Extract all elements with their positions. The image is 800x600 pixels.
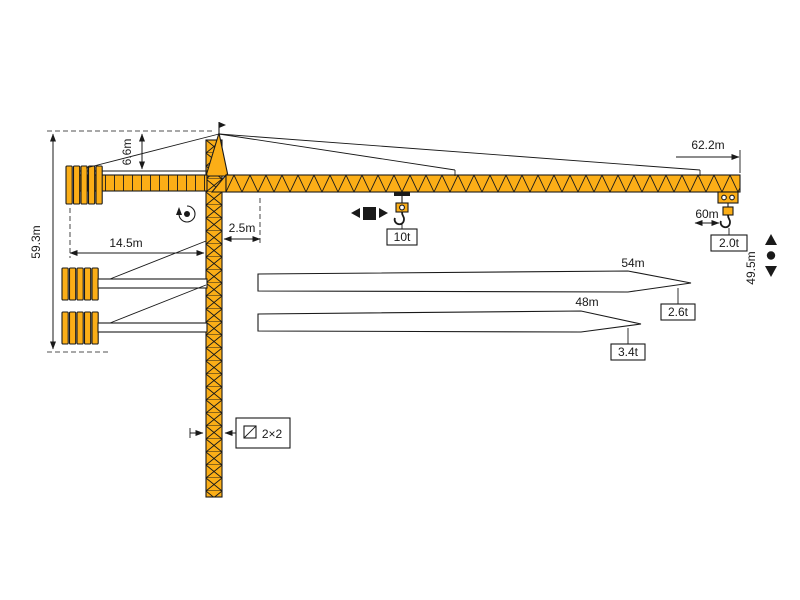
jib-60-label: 60m [695, 207, 718, 221]
max-capacity-box [386, 228, 418, 246]
jib-outline-48m [257, 310, 642, 333]
mast-section-callout: 2×2 [189, 417, 291, 449]
tip-load-48-label: 3.4t [618, 345, 639, 359]
tip-sheave [721, 194, 727, 201]
tip-sheave [729, 194, 735, 201]
jib-48-label: 48m [575, 295, 598, 309]
rotation-icon [176, 205, 196, 223]
counterweight-slab [87, 165, 96, 205]
pendant-line-counter-jib [85, 133, 220, 169]
counterweight-group-a [61, 240, 208, 301]
alternate-jibs: 54m 2.6t 48m 3.4t [257, 256, 696, 361]
main-jib-lattice [226, 175, 740, 192]
counterweight-slab [65, 165, 73, 205]
motion-icons [176, 205, 777, 277]
jib-outline-54m [257, 270, 692, 293]
counter-jib-tie-line [109, 240, 207, 280]
counterweight-group-b [61, 284, 208, 345]
alternate-counterweights [61, 240, 208, 345]
tip-pulley-block [722, 206, 734, 216]
counterweight-slab [76, 311, 84, 345]
tip-load-54-box [660, 303, 696, 321]
apex-height-label: 6.6m [120, 139, 134, 166]
crane-structure [65, 122, 741, 498]
trolley-travel-icon [351, 207, 388, 220]
apex-pennant-flag-icon [219, 122, 226, 128]
pulley-sheave [399, 204, 405, 211]
hook-icon [393, 211, 405, 226]
tip-load-60-box [710, 234, 748, 252]
dimensions: 59.3m 6.6m 14.5m 2.5m 62.2m 60m 49.5m [29, 130, 758, 353]
max-capacity-label: 10t [394, 230, 411, 244]
counterweight-slab [68, 267, 77, 301]
counter-jib-hatch [74, 175, 207, 191]
hoist-up-down-icon [765, 234, 777, 277]
jib-54-label: 54m [621, 256, 644, 270]
tower-apex [205, 132, 229, 177]
jib-tip-assembly [717, 191, 739, 229]
counterweight-slab [83, 267, 92, 301]
pendant-line-jib-inner [218, 133, 456, 171]
counterweight-slab [83, 311, 92, 345]
counterweight-block-main [65, 165, 103, 205]
counterweight-slab [91, 267, 99, 301]
counterweight-slab [61, 311, 69, 345]
counter-jib-length-label: 14.5m [109, 236, 142, 250]
tip-load-60-label: 2.0t [719, 236, 740, 250]
counterweight-slab [76, 267, 84, 301]
load-labels: 10t 2.0t [386, 223, 748, 252]
trolley [394, 192, 410, 196]
counterweight-slab [91, 311, 99, 345]
tower-height-label: 59.3m [29, 225, 43, 258]
trolley-hook-assembly [393, 192, 410, 226]
mast-section-label: 2×2 [262, 427, 283, 441]
counterweight-slab [61, 267, 69, 301]
counter-jib-bar [97, 278, 208, 289]
tip-load-48-box [610, 343, 646, 361]
counter-jib-bar [97, 322, 208, 333]
tip-load-54-label: 2.6t [668, 305, 689, 319]
tower-mast-lattice [206, 140, 222, 497]
mast-section-icon [243, 425, 257, 439]
rear-offset-label: 2.5m [229, 221, 256, 235]
max-radius-label: 62.2m [691, 138, 724, 152]
hook-icon [719, 214, 731, 229]
tip-block [717, 191, 739, 204]
counter-jib-tie-line [109, 284, 207, 324]
counterweight-slab [72, 165, 81, 205]
hook-travel-label: 49.5m [744, 251, 758, 284]
counterweight-slab [80, 165, 88, 205]
counterweight-slab [68, 311, 77, 345]
pendant-line-jib-outer [218, 133, 701, 171]
counterweight-slab [95, 165, 103, 205]
